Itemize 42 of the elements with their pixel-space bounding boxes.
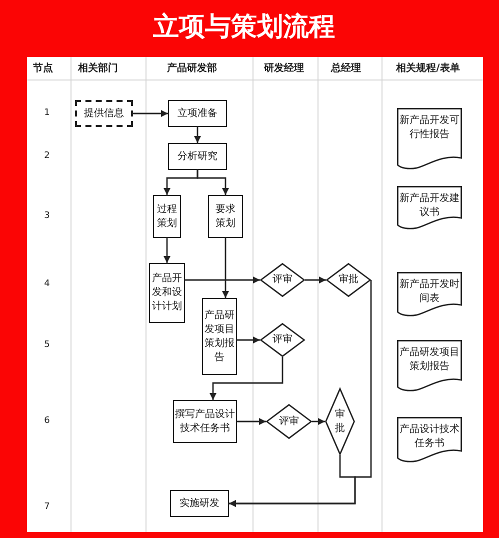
process-box: 要求策划: [208, 195, 243, 238]
column-header: 总经理: [331, 62, 361, 75]
arrow: [237, 336, 260, 344]
row-number: 6: [44, 416, 50, 426]
column-header: 研发经理: [264, 62, 304, 75]
arrow: [312, 418, 325, 425]
decision-diamond: 审批: [326, 263, 371, 297]
column-header: 产品研发部: [167, 62, 217, 75]
row-number: 4: [44, 279, 50, 289]
arrow: [222, 238, 229, 298]
arrow: [133, 110, 168, 117]
row-number: 5: [44, 340, 50, 350]
process-box: 立项准备: [168, 100, 227, 127]
arrow: [194, 127, 201, 143]
arrow: [305, 276, 326, 284]
row-number: 2: [44, 151, 50, 161]
process-box: 实施研发: [170, 490, 229, 517]
arrow: [164, 238, 170, 263]
process-box: 分析研究: [168, 143, 227, 170]
row-number: 7: [44, 502, 50, 512]
process-box: 产品开发和设计计划: [149, 263, 185, 323]
title: 立项与策划流程: [153, 12, 335, 44]
arrow: [229, 455, 356, 507]
decision-diamond: 评审: [260, 323, 305, 357]
column-header: 相关规程/表单: [396, 62, 460, 75]
arrow: [237, 418, 266, 425]
column-header: 相关部门: [78, 61, 118, 75]
decision-diamond: 评审: [260, 263, 305, 297]
decision-diamond: 审批: [325, 388, 355, 455]
arrow: [196, 170, 229, 195]
row-number: 1: [44, 108, 50, 118]
process-box: 过程策划: [153, 195, 181, 238]
process-box: 撰写产品设计技术任务书: [173, 400, 237, 443]
document-shape: 新产品开发可行性报告: [397, 108, 462, 170]
arrow: [210, 357, 284, 400]
arrow: [185, 276, 260, 284]
dashed-box: 提供信息: [75, 100, 133, 127]
column-header: 节点: [33, 62, 53, 75]
row-number: 3: [44, 211, 50, 221]
document-shape: 产品研发项目策划报告: [397, 340, 462, 392]
decision-diamond: 评审: [266, 404, 312, 439]
process-box: 产品研发项目策划报告: [202, 298, 237, 375]
